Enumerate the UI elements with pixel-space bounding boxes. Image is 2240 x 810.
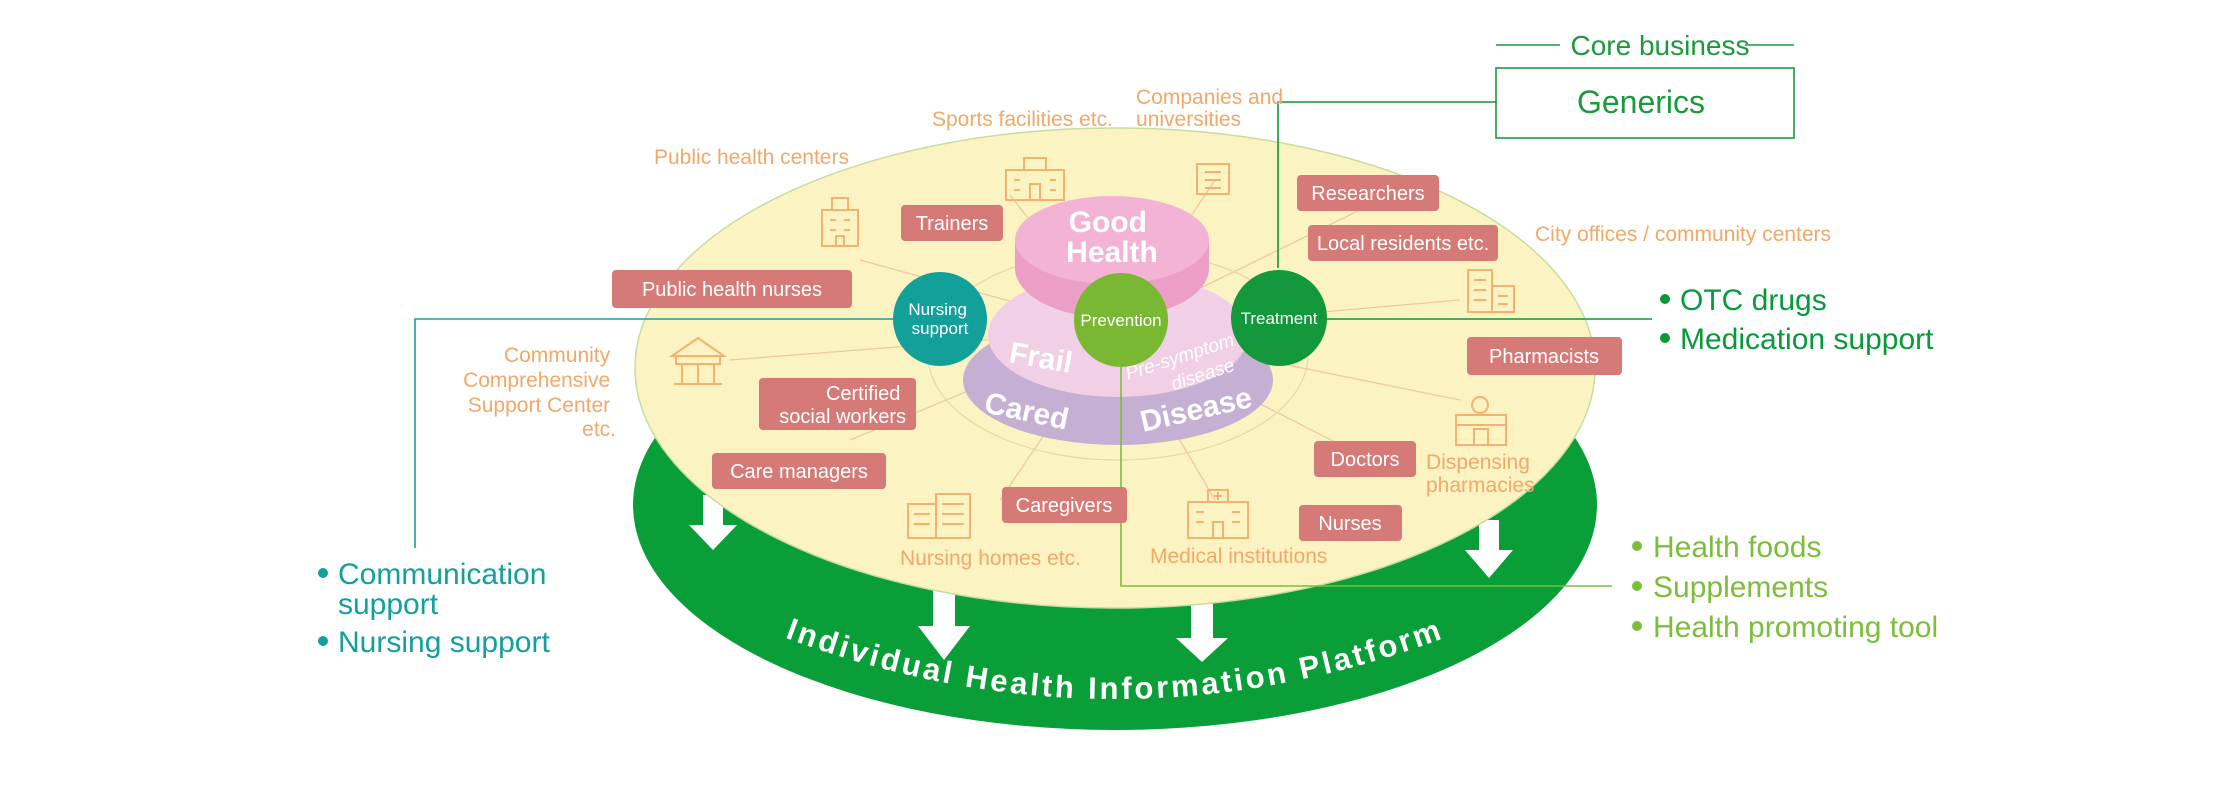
svg-text:Public health nurses: Public health nurses bbox=[642, 279, 822, 301]
svg-text:Care managers: Care managers bbox=[730, 461, 868, 483]
place-dispensing-pharmacies: Dispensing pharmacies bbox=[1426, 451, 1536, 497]
svg-text:Nurses: Nurses bbox=[1318, 513, 1381, 535]
place-city-offices: City offices / community centers bbox=[1535, 223, 1831, 246]
role-local-residents: Local residents etc. bbox=[1308, 225, 1498, 261]
svg-text:Prevention: Prevention bbox=[1080, 311, 1161, 330]
core-connector bbox=[1277, 101, 1496, 268]
svg-text:Doctors: Doctors bbox=[1331, 449, 1400, 471]
role-researchers: Researchers bbox=[1297, 175, 1439, 211]
nursing-connector bbox=[414, 318, 940, 548]
role-doctors: Doctors bbox=[1314, 441, 1416, 477]
svg-text:OTC drugs: OTC drugs bbox=[1680, 284, 1827, 317]
nursing-home-icon bbox=[907, 493, 971, 539]
city-office-icon bbox=[1467, 269, 1515, 313]
svg-text:Health foods: Health foods bbox=[1653, 531, 1821, 564]
place-nursing-homes: Nursing homes etc. bbox=[900, 547, 1081, 570]
prevention-connector bbox=[1120, 320, 1612, 587]
nursing-list: Communication support Nursing support bbox=[318, 558, 555, 659]
place-public-health-centers: Public health centers bbox=[654, 146, 849, 169]
svg-text:Local residents etc.: Local residents etc. bbox=[1317, 233, 1489, 255]
place-companies-universities: Companies and universities bbox=[1136, 86, 1289, 131]
pyramid-top-cap bbox=[1015, 196, 1209, 284]
svg-text:Nursing support: Nursing support bbox=[338, 626, 550, 659]
core-business-title: Core business bbox=[1571, 30, 1750, 61]
place-sports-facilities: Sports facilities etc. bbox=[932, 108, 1113, 131]
down-arrow-icon bbox=[1176, 604, 1228, 662]
svg-text:Treatment: Treatment bbox=[1241, 309, 1318, 328]
prevention-list: Health foods Supplements Health promotin… bbox=[1632, 531, 1938, 644]
hospital-icon bbox=[1187, 489, 1249, 539]
role-nurses: Nurses bbox=[1299, 505, 1402, 541]
building-icon bbox=[821, 197, 859, 247]
generics-label: Generics bbox=[1577, 84, 1705, 120]
hub-nursing-support: Nursing support bbox=[893, 272, 987, 366]
role-pharmacists: Pharmacists bbox=[1467, 337, 1622, 375]
community-center-icon bbox=[668, 336, 728, 385]
svg-text:Researchers: Researchers bbox=[1311, 183, 1424, 205]
place-community-support-center: Community Comprehensive Support Center e… bbox=[463, 344, 616, 441]
office-building-icon bbox=[1196, 163, 1230, 195]
sports-facility-icon bbox=[1005, 157, 1065, 201]
place-medical-institutions: Medical institutions bbox=[1150, 545, 1327, 568]
role-certified-social-workers: Certified social workers bbox=[759, 378, 916, 430]
svg-text:Caregivers: Caregivers bbox=[1016, 495, 1113, 517]
down-arrow-icon bbox=[1465, 520, 1513, 578]
connector-lines bbox=[414, 101, 1652, 587]
down-arrow-icon bbox=[918, 590, 970, 660]
svg-text:Nursing support: Nursing support bbox=[908, 300, 971, 338]
role-care-managers: Care managers bbox=[712, 453, 886, 489]
role-caregivers: Caregivers bbox=[1002, 487, 1127, 523]
svg-text:Supplements: Supplements bbox=[1653, 571, 1828, 604]
hub-treatment: Treatment bbox=[1231, 270, 1327, 366]
hub-prevention: Prevention bbox=[1074, 273, 1168, 367]
treatment-list: OTC drugs Medication support bbox=[1660, 284, 1934, 356]
svg-text:Health promoting tool: Health promoting tool bbox=[1653, 611, 1938, 644]
svg-text:Pharmacists: Pharmacists bbox=[1489, 346, 1599, 368]
role-public-health-nurses: Public health nurses bbox=[612, 270, 852, 308]
svg-text:Communication support: Communication support bbox=[338, 558, 555, 621]
generics-box bbox=[1495, 67, 1795, 139]
svg-text:Medication support: Medication support bbox=[1680, 323, 1934, 356]
svg-text:Certified social workers: Certified social workers bbox=[779, 383, 906, 428]
pharmacy-icon bbox=[1455, 396, 1507, 446]
svg-text:Trainers: Trainers bbox=[916, 213, 989, 235]
pyramid-top-label: Good Health bbox=[1066, 206, 1158, 269]
role-trainers: Trainers bbox=[901, 205, 1003, 241]
